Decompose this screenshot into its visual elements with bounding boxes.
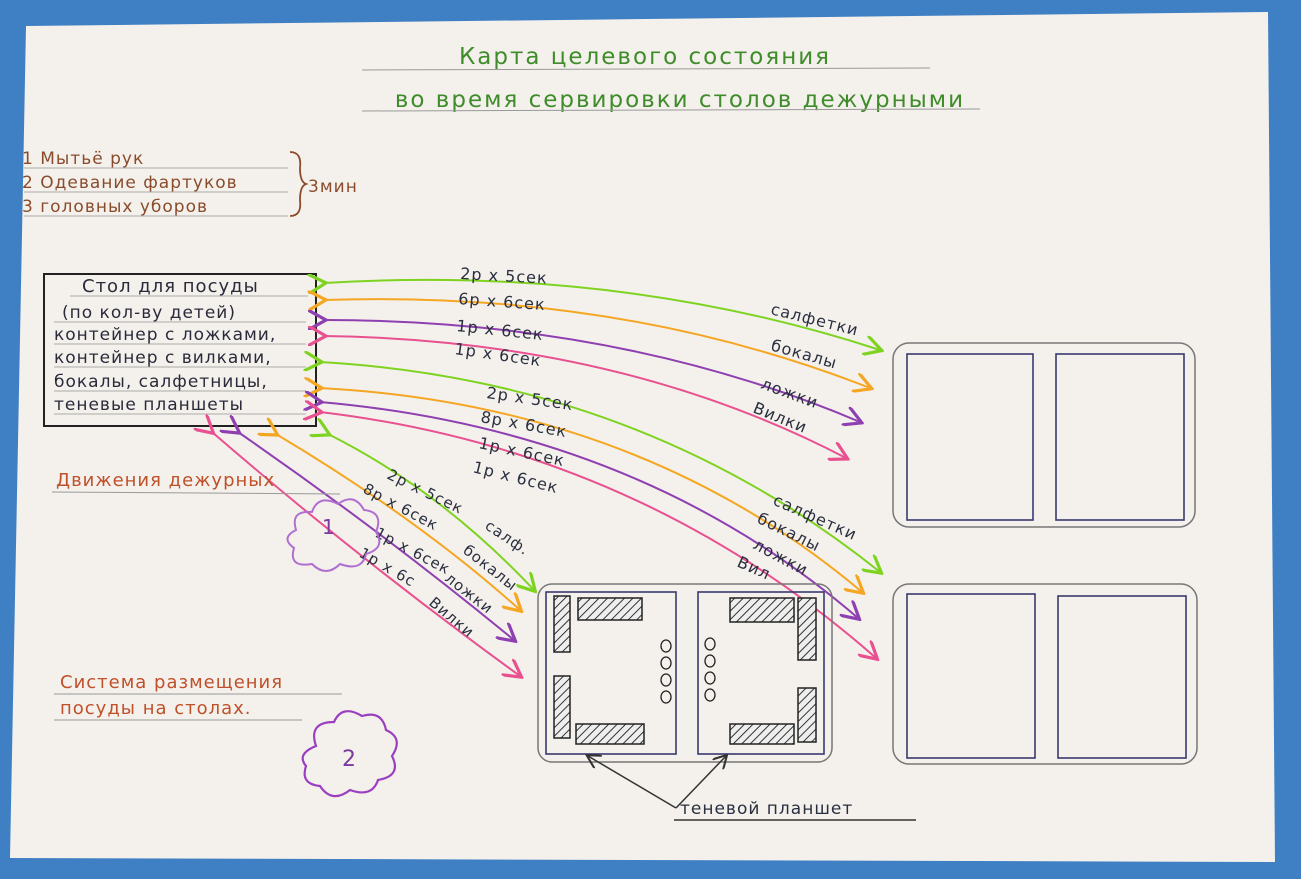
count-top-1: 2р х 5сек [460,264,548,288]
dish-table: Стол для посуды (по кол-ву детей) контей… [43,273,317,427]
placement-label-2: посуды на столах. [60,698,252,719]
prep-steps: 1 Мытьё рук 2 Одевание фартуков 3 головн… [22,149,358,217]
table-shadow-boards [537,583,833,763]
cloud-icon [286,498,381,572]
brace-icon [289,151,309,217]
dish-table-line-3: контейнер с вилками, [54,348,272,368]
dish-table-line-4: бокалы, салфетницы, [54,372,268,392]
dish-table-line-5: теневые планшеты [54,395,244,415]
shadow-board-left [545,591,677,755]
flow-arrows-bottom [212,432,534,676]
prep-step-2: 2 Одевание фартуков [22,173,238,193]
placement-label-1: Система размещения [60,672,283,693]
movements-label: Движения дежурных [56,470,275,491]
title-line-2: во время сервировки столов дежурными [395,87,965,113]
prep-step-1: 1 Мытьё рук [22,149,144,169]
dish-table-line-2: контейнер с ложками, [54,325,276,345]
movements-section: Движения дежурных 1 [51,470,381,572]
cloud-icon-2 [301,710,398,798]
table-bottom-right [892,583,1198,765]
title-line-1: Карта целевого состояния [459,44,831,70]
prep-step-3: 3 головных уборов [22,197,208,217]
placement-badge: 2 [342,747,357,772]
shadow-board-label: теневой планшет [680,799,853,819]
shadow-board-callout: теневой планшет [588,756,916,821]
dish-table-heading: Стол для посуды [82,276,259,297]
table-top-right [892,342,1196,528]
movements-badge: 1 [322,515,336,539]
shadow-board-right [697,591,825,755]
placement-section: Система размещения посуды на столах. 2 [54,672,398,798]
prep-duration: 3мин [308,177,358,197]
dish-table-line-1: (по кол-ву детей) [62,303,236,323]
